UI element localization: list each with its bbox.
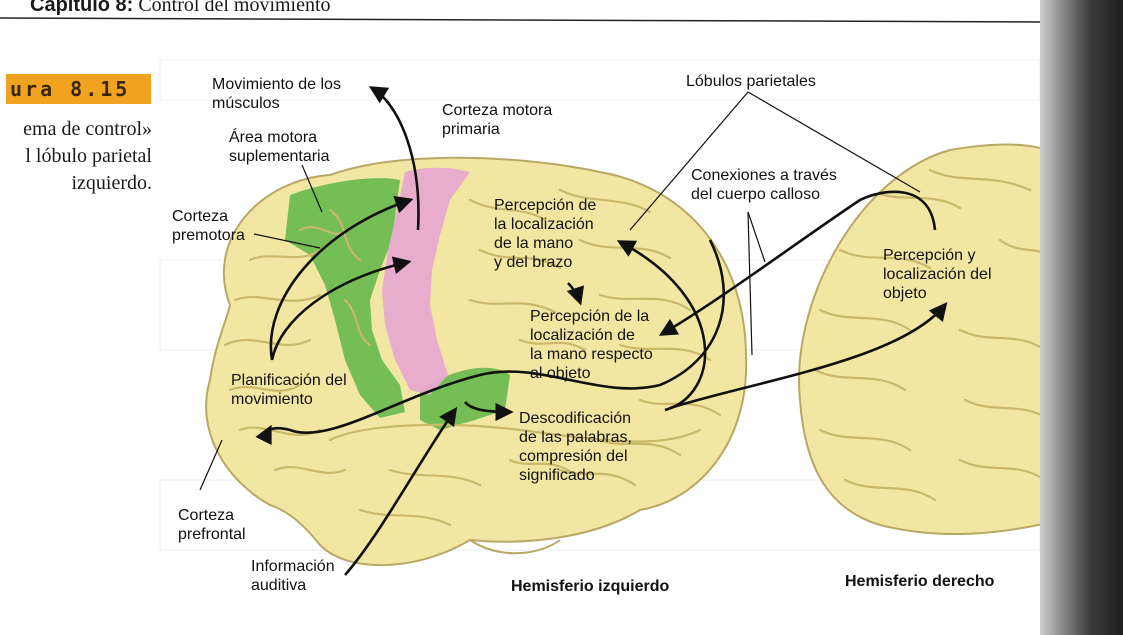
left-hemisphere [206,158,746,565]
page-edge-shadow [1040,0,1123,635]
right-hemisphere [799,145,1060,535]
chapter-number: Capítulo 8: [30,0,133,16]
chapter-title: Control del movimiento [138,0,330,16]
label-informacion-auditiva: Información auditiva [251,557,335,595]
label-area-motora: Área motora suplementaria [229,128,330,166]
label-corteza-premotora: Corteza premotora [172,207,245,245]
label-corteza-prefrontal: Corteza prefrontal [178,506,246,544]
figure-badge: ura 8.15 [6,74,151,104]
label-descodificacion: Descodificación de las palabras, compres… [519,409,632,485]
header-rule [0,18,1040,22]
chapter-header: Capítulo 8: Control del movimiento [30,0,331,17]
label-percepcion-mano-brazo: Percepción de la localización de la mano… [494,196,596,272]
label-planificacion: Planificación del movimiento [231,371,347,409]
label-hemisferio-derecho: Hemisferio derecho [845,572,994,591]
figure-caption: ema de control» l lóbulo parietal izquie… [2,116,152,197]
label-lobulos-parietales: Lóbulos parietales [686,72,816,91]
label-corteza-motora: Corteza motora primaria [442,101,552,139]
label-conexiones: Conexiones a través del cuerpo calloso [691,166,837,204]
label-percepcion-mano-objeto: Percepción de la localización de la mano… [530,307,653,383]
label-hemisferio-izquierdo: Hemisferio izquierdo [511,577,669,596]
label-movimiento-musculos: Movimiento de los músculos [212,75,341,113]
label-percepcion-objeto: Percepción y localización del objeto [883,246,992,303]
